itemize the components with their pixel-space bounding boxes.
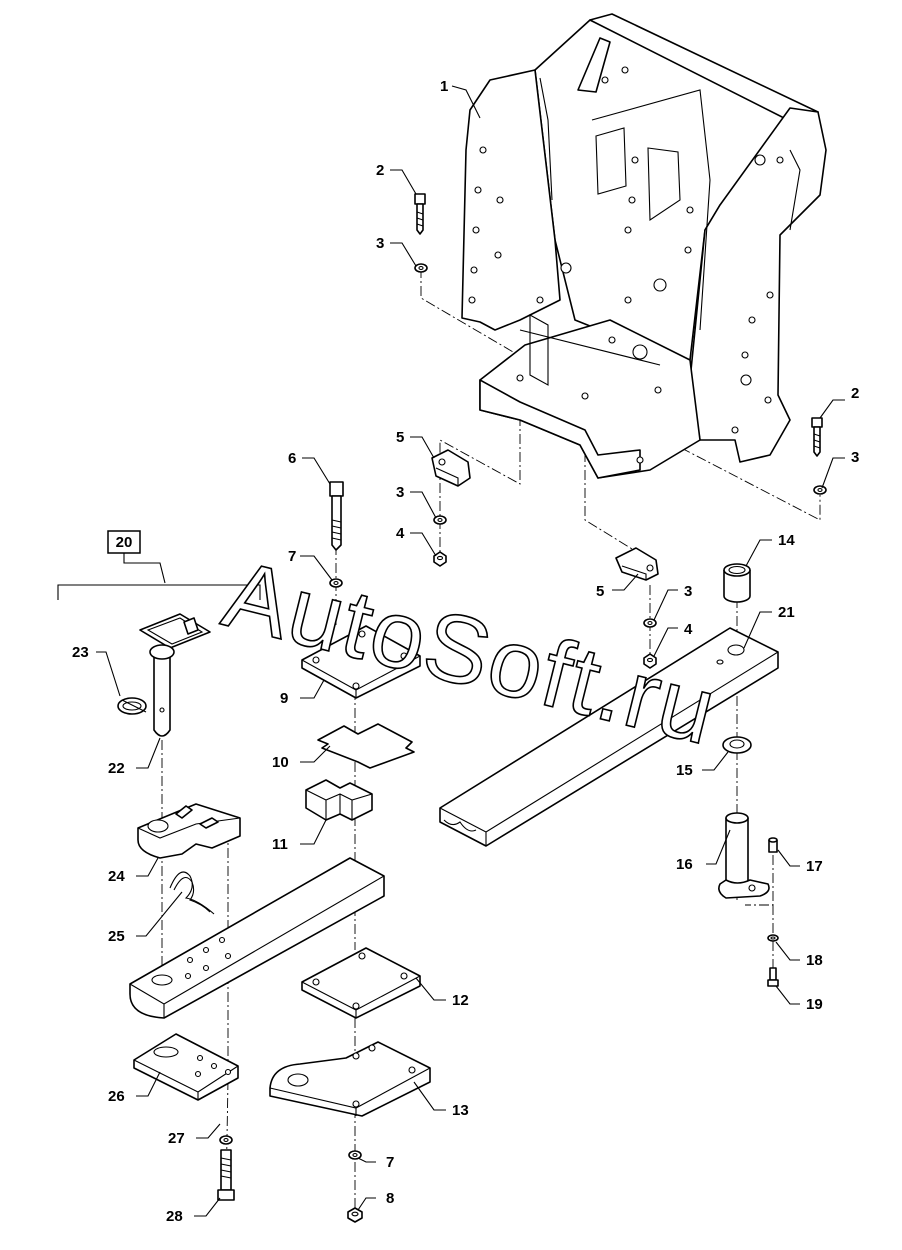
main-frame-part xyxy=(461,13,827,479)
callout-3-mid: 3 xyxy=(396,484,404,501)
callout-7-lower: 7 xyxy=(386,1154,394,1171)
callout-9: 9 xyxy=(280,690,288,707)
washer-3-mid xyxy=(433,515,447,525)
spring-clip-25 xyxy=(169,871,215,915)
callout-27: 27 xyxy=(168,1130,185,1147)
callout-3-left: 3 xyxy=(376,235,384,252)
callout-15: 15 xyxy=(676,762,693,779)
shim-10 xyxy=(317,723,415,769)
bolt-6 xyxy=(329,481,344,551)
pad-5-lower xyxy=(615,547,659,581)
callout-16: 16 xyxy=(676,856,693,873)
callout-17: 17 xyxy=(806,858,823,875)
plate-9 xyxy=(301,625,421,699)
drawbar-left xyxy=(129,857,385,1019)
washer-3-right xyxy=(813,485,827,495)
callout-2-left: 2 xyxy=(376,162,384,179)
callout-25: 25 xyxy=(108,928,125,945)
nut-4-mid xyxy=(433,551,447,567)
callout-6: 6 xyxy=(288,450,296,467)
callout-21: 21 xyxy=(778,604,795,621)
washer-15 xyxy=(722,736,752,754)
pin-16 xyxy=(718,812,770,899)
callout-22: 22 xyxy=(108,760,125,777)
callout-14: 14 xyxy=(778,532,795,549)
callout-7-upper: 7 xyxy=(288,548,296,565)
bushing-14 xyxy=(723,563,751,603)
washer-3-lower xyxy=(643,618,657,628)
callout-8: 8 xyxy=(386,1190,394,1207)
group-20-bracket xyxy=(57,530,261,600)
callout-10: 10 xyxy=(272,754,289,771)
hitch-pin-22 xyxy=(139,613,211,737)
leader-lines xyxy=(96,85,845,1217)
callout-24: 24 xyxy=(108,868,125,885)
callout-28: 28 xyxy=(166,1208,183,1225)
frame-holes xyxy=(468,66,784,464)
bolt-2-left xyxy=(414,193,426,235)
callout-23: 23 xyxy=(72,644,89,661)
bolt-2-right xyxy=(811,417,823,457)
callout-5-upper: 5 xyxy=(396,429,404,446)
clip-23 xyxy=(117,697,147,715)
washer-7-lower xyxy=(348,1150,362,1160)
pad-5-upper xyxy=(431,449,471,487)
callout-13: 13 xyxy=(452,1102,469,1119)
drawbar-21 xyxy=(439,627,779,847)
bolt-28 xyxy=(217,1149,235,1201)
callout-26: 26 xyxy=(108,1088,125,1105)
washer-7-upper xyxy=(329,578,343,588)
washer-27 xyxy=(219,1135,233,1145)
callout-1: 1 xyxy=(440,78,448,95)
callout-3-right: 3 xyxy=(851,449,859,466)
washer-18 xyxy=(767,934,779,942)
plate-26 xyxy=(133,1033,239,1101)
callout-19: 19 xyxy=(806,996,823,1013)
callout-5-lower: 5 xyxy=(596,583,604,600)
nut-8 xyxy=(347,1207,363,1223)
pin-17 xyxy=(768,837,778,853)
callout-2-right: 2 xyxy=(851,385,859,402)
callout-18: 18 xyxy=(806,952,823,969)
plate-13 xyxy=(269,1041,431,1117)
callout-labels: 1 2 3 2 3 5 3 4 6 7 5 3 4 14 21 9 10 11 … xyxy=(72,78,859,1225)
callout-3-lower: 3 xyxy=(684,583,692,600)
nut-4-lower xyxy=(643,653,657,669)
plate-12 xyxy=(301,947,421,1019)
block-11 xyxy=(305,779,373,821)
callout-11: 11 xyxy=(272,836,288,853)
washer-3-left xyxy=(414,263,428,273)
callout-4-mid: 4 xyxy=(396,525,405,542)
callout-4-lower: 4 xyxy=(684,621,693,638)
hook-24 xyxy=(137,803,241,859)
callout-12: 12 xyxy=(452,992,469,1009)
group-box-label: 20 xyxy=(116,534,133,551)
screw-19 xyxy=(767,967,779,987)
